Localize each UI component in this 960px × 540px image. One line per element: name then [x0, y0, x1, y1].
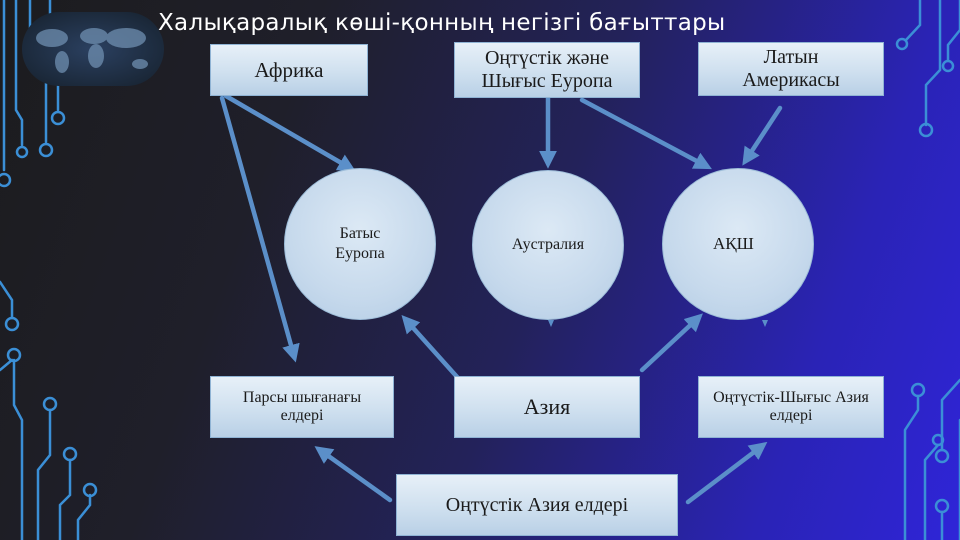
- arrow-asia-usa: [639, 313, 703, 373]
- node-western-europe: Батыс Еуропа: [284, 168, 436, 320]
- node-usa-label: АҚШ: [713, 234, 754, 254]
- node-asia-label: Азия: [523, 394, 571, 420]
- node-australia-label: Аустралия: [511, 236, 585, 253]
- node-latin-america: Латын Америкасы: [698, 42, 884, 96]
- arrow-africa-persian-gulf: [219, 95, 300, 363]
- node-persian-gulf-label: Парсы шығанағы елдері: [242, 388, 362, 424]
- arrow-latin-america-usa: [742, 105, 783, 166]
- arrow-south-asia-persian-gulf: [314, 446, 393, 503]
- node-south-asia-label: Оңтүстік Азия елдері: [445, 493, 629, 516]
- node-asia: Азия: [454, 376, 640, 438]
- node-persian-gulf: Парсы шығанағы елдері: [210, 376, 394, 438]
- node-south-east-europe: Оңтүстік және Шығыс Еуропа: [454, 42, 640, 98]
- node-usa: АҚШ: [662, 168, 814, 320]
- world-map-image: [22, 12, 164, 86]
- node-africa: Африка: [210, 44, 368, 96]
- arrow-africa-western-europe: [223, 93, 356, 172]
- node-western-europe-label: Батыс Еуропа: [335, 225, 385, 262]
- node-latin-america-label: Латын Америкасы: [742, 46, 840, 91]
- small-marker: [762, 320, 768, 327]
- node-southeast-asia-label: Оңтүстік-Шығыс Азия елдері: [713, 388, 869, 424]
- arrow-asia-western-europe: [401, 314, 461, 381]
- node-south-asia: Оңтүстік Азия елдері: [396, 474, 678, 536]
- node-southeast-asia: Оңтүстік-Шығыс Азия елдері: [698, 376, 884, 438]
- node-australia: Аустралия: [472, 170, 624, 320]
- small-marker: [548, 320, 554, 327]
- arrow-south-asia-southeast-asia: [685, 441, 768, 505]
- node-africa-label: Африка: [254, 57, 324, 82]
- slide-title: Халықаралық көші-қонның негізгі бағыттар…: [158, 10, 726, 36]
- arrow-se-europe-usa: [579, 97, 712, 170]
- node-south-east-europe-label: Оңтүстік және Шығыс Еуропа: [481, 47, 613, 92]
